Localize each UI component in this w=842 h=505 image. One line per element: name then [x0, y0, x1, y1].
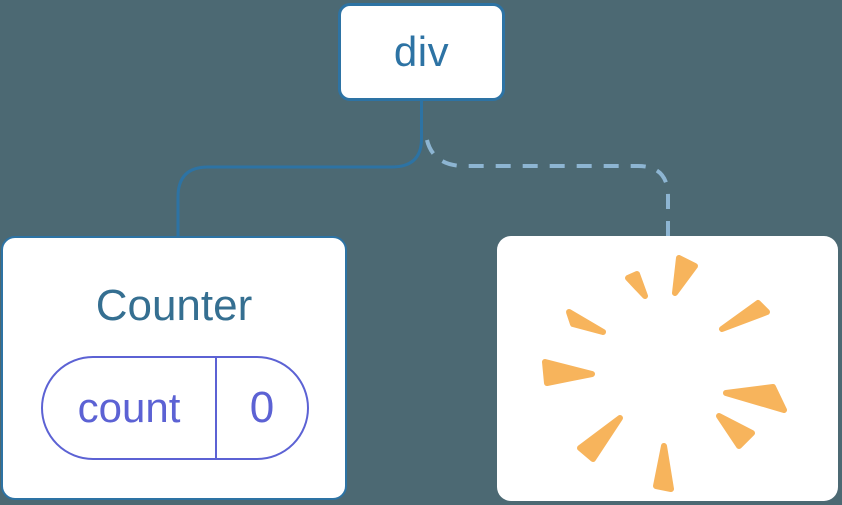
- solid-link-icon: [176, 101, 423, 237]
- root-node-label: div: [393, 28, 450, 75]
- root-node: div: [338, 3, 505, 101]
- removed-node: [497, 236, 838, 501]
- state-key-cell: count: [43, 358, 217, 458]
- state-pill: count 0: [41, 356, 309, 460]
- state-key-label: count: [77, 384, 181, 431]
- state-value-cell: 0: [217, 358, 307, 458]
- counter-title: Counter: [95, 281, 253, 330]
- counter-node: Counter count 0: [1, 236, 347, 500]
- dashed-link-icon: [425, 139, 670, 237]
- poof-icon: [542, 255, 787, 492]
- state-value-label: 0: [249, 383, 275, 432]
